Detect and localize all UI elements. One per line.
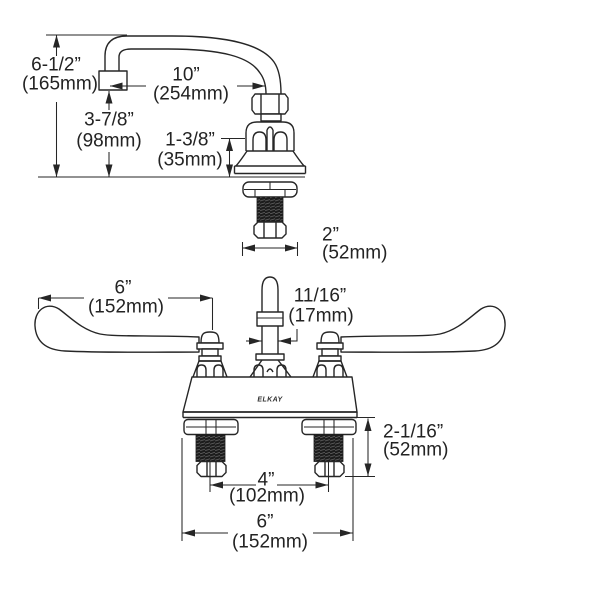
dim-spout-height-in: 6-1/2” (31, 55, 81, 76)
shank-nut-side (253, 221, 287, 239)
faucet-body-side (233, 93, 307, 239)
body-bell (235, 150, 305, 167)
spout-base-front (249, 276, 292, 378)
dim-spout-diameter-in: 11/16” (294, 286, 346, 307)
front-view: ELKAY (34, 276, 506, 553)
dim-underdeck-height-mm: (52mm) (383, 440, 448, 461)
left-handle-cap (200, 331, 220, 344)
dim-aerator-height-mm: (98mm) (76, 131, 141, 152)
front-dimension-lines (37, 294, 375, 541)
aerator-nut (98, 70, 128, 91)
bell-rim (233, 165, 307, 175)
left-handle (34, 305, 228, 378)
right-shank-nut (314, 460, 345, 478)
mounting-hardware (183, 418, 357, 478)
right-handle-flange (316, 342, 344, 350)
right-handle-cap (320, 331, 340, 344)
right-handle (312, 305, 506, 378)
front-dimension-labels: 6” (152mm) 11/16” (17mm) 2-1/16” (52mm) … (88, 278, 448, 553)
dim-faucet-centers-in: 4” (258, 470, 275, 491)
body-cap (245, 121, 295, 151)
coupling-nut (251, 93, 289, 115)
dim-spout-height-mm: (165mm) (22, 74, 98, 95)
spout-tube (261, 276, 279, 360)
right-bonnet (312, 360, 348, 378)
spout-collar (260, 113, 282, 122)
left-shank-nut (196, 460, 227, 478)
left-handle-flange (196, 342, 224, 350)
right-handle-blade (340, 305, 506, 353)
dim-spout-reach-mm: (254mm) (153, 84, 229, 105)
dim-deck-depth-in: 2” (322, 225, 339, 246)
side-dimension-lines (38, 34, 305, 256)
supply-shank-side (256, 196, 284, 223)
dim-handle-length-in: 6” (115, 278, 132, 299)
deck-base (182, 376, 358, 413)
spout-ring (256, 311, 284, 327)
deck-rim (182, 411, 358, 419)
side-view: 6-1/2” (165mm) 10” (254mm) 3-7/8” (98mm)… (22, 34, 387, 264)
dim-faucet-centers-mm: (102mm) (229, 486, 305, 507)
dim-body-height-mm: (35mm) (157, 150, 222, 171)
dim-underdeck-height-in: 2-1/16” (383, 422, 443, 443)
brand-logo: ELKAY (257, 397, 283, 404)
left-handle-blade (34, 305, 200, 353)
left-bonnet (192, 360, 228, 378)
right-supply-shank (313, 434, 344, 462)
spout-bonnet (249, 359, 292, 378)
dim-body-height-in: 1-3/8” (165, 130, 215, 151)
dim-base-width-mm: (152mm) (232, 532, 308, 553)
dim-spout-reach-in: 10” (172, 65, 199, 86)
dim-base-width-in: 6” (257, 512, 274, 533)
deck-front: ELKAY (182, 376, 358, 419)
dim-handle-length-mm: (152mm) (88, 297, 164, 318)
dim-aerator-height-in: 3-7/8” (84, 110, 134, 131)
dim-spout-diameter-mm: (17mm) (288, 306, 353, 327)
left-supply-shank (195, 434, 226, 462)
dim-deck-depth-mm: (52mm) (322, 243, 387, 264)
side-dimension-labels: 6-1/2” (165mm) 10” (254mm) 3-7/8” (98mm)… (22, 55, 387, 264)
